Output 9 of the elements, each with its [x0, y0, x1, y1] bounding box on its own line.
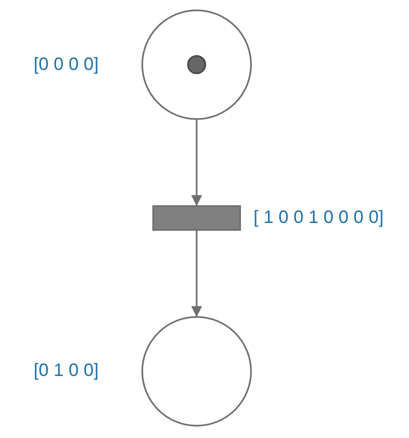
transition-bar [152, 205, 242, 231]
token-dot [187, 55, 206, 74]
place-circle [142, 9, 252, 120]
vector-label: [ 1 0 0 1 0 0 0 0] [253, 207, 384, 229]
vector-label: [0 0 0 0] [34, 54, 99, 76]
vector-label: [0 1 0 0] [34, 360, 99, 382]
place-circle [142, 316, 252, 427]
arrow [192, 119, 202, 206]
arrow [192, 230, 202, 317]
